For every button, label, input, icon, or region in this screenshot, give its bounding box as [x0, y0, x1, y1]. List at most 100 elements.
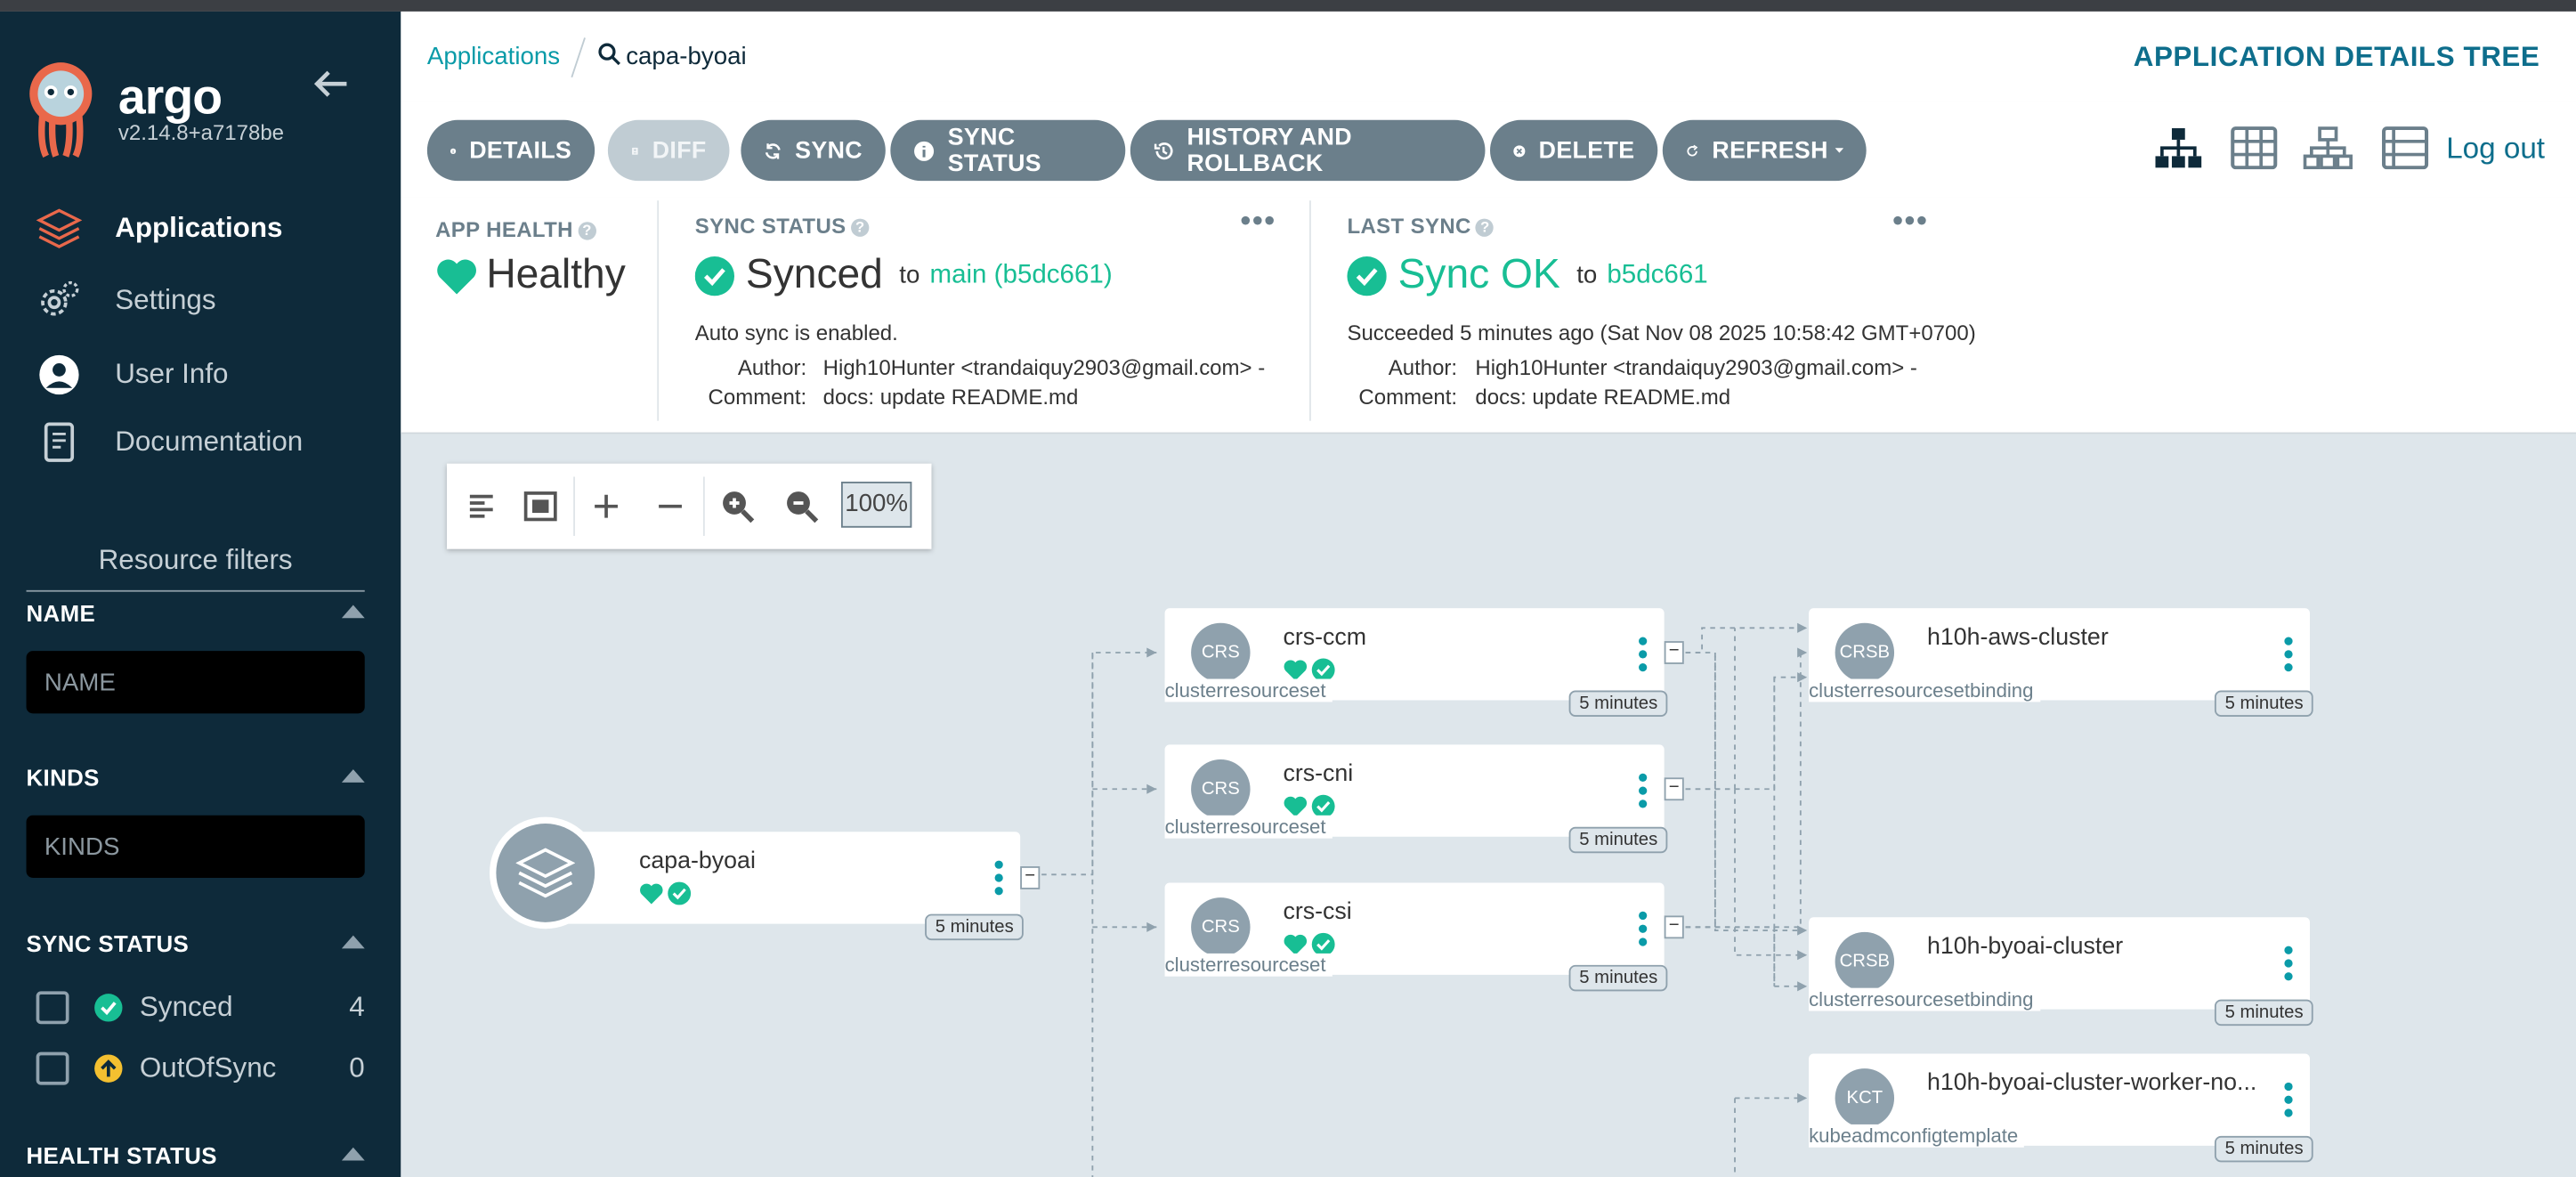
- outofsync-checkbox[interactable]: [36, 1051, 69, 1085]
- nav-documentation[interactable]: Documentation: [36, 418, 382, 467]
- node-name: crs-ccm: [1283, 624, 1367, 652]
- collapse-all-icon[interactable]: [651, 487, 690, 526]
- node-name: h10h-byoai-cluster-worker-no...: [1926, 1069, 2257, 1097]
- filter-outofsync-row[interactable]: OutOfSync 0: [36, 1051, 365, 1087]
- node-menu-icon[interactable]: [994, 860, 1004, 897]
- node-menu-icon[interactable]: [2283, 637, 2293, 673]
- last-sync-time: Succeeded 5 minutes ago (Sat Nov 08 2025…: [1347, 321, 1976, 345]
- resource-node[interactable]: CRSB h10h-aws-cluster clusterresourceset…: [1809, 608, 2313, 718]
- node-collapse-toggle[interactable]: −: [1664, 915, 1684, 939]
- collapse-health-status-filter-icon[interactable]: [341, 1147, 365, 1161]
- collapse-sync-status-filter-icon[interactable]: [341, 935, 365, 949]
- redo-icon: [1687, 143, 1698, 156]
- node-age: 5 minutes: [1569, 690, 1668, 718]
- synced-check-icon: [1311, 932, 1335, 956]
- expand-all-icon[interactable]: [587, 487, 626, 526]
- network-view-icon[interactable]: [2303, 126, 2353, 170]
- synced-count: 4: [349, 991, 365, 1023]
- node-name: h10h-byoai-cluster: [1926, 933, 2124, 961]
- last-sync-more-icon[interactable]: •••: [1892, 203, 1929, 237]
- list-view-icon[interactable]: [2380, 126, 2429, 170]
- node-menu-icon[interactable]: [1638, 637, 1648, 673]
- node-status: [1283, 794, 1339, 819]
- last-sync-to-text: to: [1576, 261, 1598, 289]
- filter-synced-row[interactable]: Synced 4: [36, 990, 365, 1027]
- node-name: crs-csi: [1283, 898, 1352, 926]
- sync-status-button[interactable]: SYNC STATUS: [890, 119, 1126, 182]
- node-menu-icon[interactable]: [2283, 946, 2293, 982]
- help-icon[interactable]: ?: [578, 222, 596, 240]
- nav-label: Applications: [115, 212, 283, 244]
- resource-node[interactable]: CRS crs-csi clusterresourceset 5 minutes…: [1164, 882, 1684, 992]
- collapse-kinds-filter-icon[interactable]: [341, 769, 365, 783]
- divider: [1308, 200, 1311, 421]
- fit-to-screen-icon[interactable]: [521, 487, 560, 526]
- app-health-value: Healthy: [435, 251, 626, 299]
- collapse-name-filter-icon[interactable]: [341, 605, 365, 619]
- diff-button[interactable]: DIFF: [607, 119, 730, 182]
- details-label: DETAILS: [469, 137, 572, 164]
- align-left-icon[interactable]: [462, 487, 501, 526]
- resource-node[interactable]: KCT h10h-byoai-cluster-worker-no... kube…: [1809, 1053, 2313, 1163]
- sync-icon: [765, 142, 781, 158]
- book-icon: [44, 422, 75, 462]
- resource-node[interactable]: CRSB h10h-byoai-cluster clusterresources…: [1809, 917, 2313, 1027]
- app-node-card[interactable]: capa-byoai 5 minutes: [545, 832, 1024, 941]
- sync-status-more-icon[interactable]: •••: [1240, 203, 1276, 237]
- resource-node[interactable]: CRS crs-cni clusterresourceset 5 minutes…: [1164, 744, 1684, 854]
- breadcrumb-applications[interactable]: Applications: [426, 43, 561, 71]
- refresh-button[interactable]: REFRESH: [1662, 119, 1867, 182]
- node-status: [1283, 658, 1339, 683]
- pods-grid-view-icon[interactable]: [2230, 126, 2279, 170]
- sync-target-link[interactable]: main (b5dc661): [929, 260, 1113, 289]
- history-rollback-button[interactable]: HISTORY AND ROLLBACK: [1130, 119, 1486, 182]
- times-circle-icon: [1513, 144, 1526, 157]
- help-icon[interactable]: ?: [1476, 218, 1495, 237]
- synced-check-icon: [1311, 658, 1335, 682]
- separator: [573, 476, 575, 536]
- window-top-strip: [0, 0, 2576, 12]
- resource-node[interactable]: CRS crs-ccm clusterresourceset 5 minutes…: [1164, 608, 1684, 718]
- history-icon: [1154, 142, 1173, 159]
- zoom-in-icon[interactable]: [718, 487, 757, 526]
- breadcrumb-separator: [571, 37, 586, 78]
- help-icon[interactable]: ?: [851, 218, 870, 237]
- filter-name-label: NAME: [26, 599, 96, 627]
- last-sync-target-link[interactable]: b5dc661: [1607, 260, 1708, 289]
- node-kind: clusterresourceset: [1164, 815, 1333, 839]
- logout-link[interactable]: Log out: [2446, 131, 2546, 165]
- kinds-filter-input[interactable]: [26, 815, 365, 878]
- node-menu-icon[interactable]: [1638, 773, 1648, 809]
- node-collapse-toggle[interactable]: −: [1664, 777, 1684, 801]
- sync-comment-key: Comment:: [708, 385, 807, 410]
- argo-octopus-logo: [29, 62, 93, 158]
- search-icon[interactable]: [598, 43, 621, 66]
- node-kind-icon: CRS: [1191, 897, 1251, 957]
- sync-author-value: High10Hunter <trandaiquy2903@gmail.com> …: [822, 354, 1266, 380]
- node-menu-icon[interactable]: [1638, 911, 1648, 947]
- node-age: 5 minutes: [2215, 690, 2313, 718]
- tree-view-icon[interactable]: [2154, 126, 2203, 169]
- nav-settings[interactable]: Settings: [36, 276, 382, 325]
- breadcrumb-app-name[interactable]: capa-byoai: [626, 43, 747, 71]
- app-node-collapse-toggle[interactable]: −: [1020, 866, 1041, 889]
- collapse-sidebar-arrow-icon[interactable]: [311, 68, 350, 101]
- node-collapse-toggle[interactable]: −: [1664, 641, 1684, 664]
- node-age: 5 minutes: [1569, 826, 1668, 854]
- node-status: [1283, 932, 1339, 957]
- node-age: 5 minutes: [1569, 964, 1668, 992]
- nav-applications[interactable]: Applications: [36, 204, 382, 253]
- node-kind: clusterresourcesetbinding: [1809, 987, 2040, 1011]
- name-filter-input[interactable]: [26, 651, 365, 714]
- node-menu-icon[interactable]: [2283, 1082, 2293, 1118]
- details-button[interactable]: DETAILS: [426, 119, 595, 182]
- nav-user-info[interactable]: User Info: [36, 350, 382, 399]
- sync-comment-value: docs: update README.md: [822, 385, 1079, 410]
- app-root-node[interactable]: capa-byoai 5 minutes −: [490, 816, 1041, 941]
- resource-tree-canvas[interactable]: 100% capa-byoai: [401, 434, 2576, 1177]
- delete-button[interactable]: DELETE: [1490, 119, 1658, 182]
- zoom-level[interactable]: 100%: [840, 481, 912, 528]
- synced-checkbox[interactable]: [36, 991, 69, 1025]
- sync-button[interactable]: SYNC: [741, 119, 886, 182]
- zoom-out-icon[interactable]: [782, 487, 822, 526]
